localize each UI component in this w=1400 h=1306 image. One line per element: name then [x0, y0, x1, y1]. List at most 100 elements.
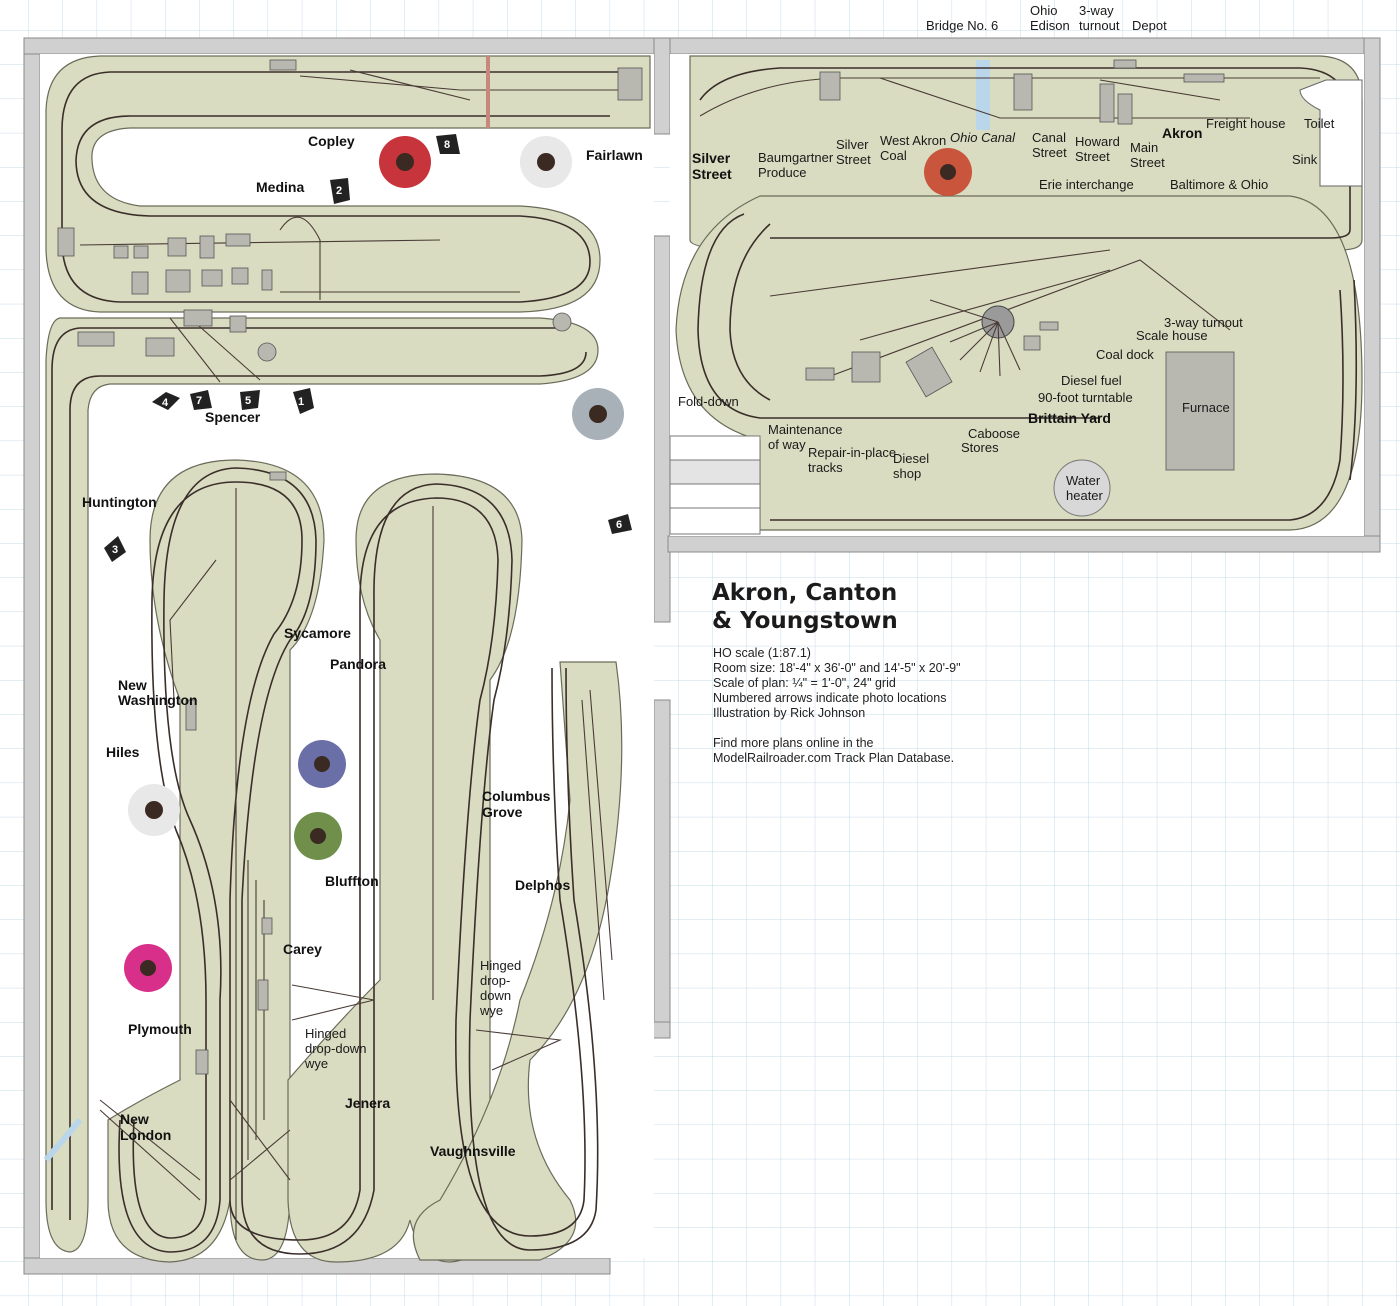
svg-text:Hinged: Hinged: [305, 1026, 346, 1041]
svg-text:down: down: [480, 988, 511, 1003]
photo-arrow-8: 8: [436, 134, 460, 154]
label-columbus-grove-1: Columbus: [482, 788, 551, 804]
svg-text:90-foot turntable: 90-foot turntable: [1038, 390, 1133, 405]
photo-arrow-4: 4: [152, 392, 180, 410]
svg-text:of way: of way: [768, 437, 806, 452]
svg-text:Canal: Canal: [1032, 130, 1066, 145]
photo-arrow-2: 2: [330, 178, 350, 204]
svg-text:West Akron: West Akron: [880, 133, 946, 148]
label-vaughnsville: Vaughnsville: [430, 1143, 516, 1159]
svg-text:3: 3: [112, 544, 118, 556]
photo-arrows: 1 2 3 4 5 6 7 8: [104, 134, 632, 562]
svg-text:wye: wye: [304, 1056, 328, 1071]
fold-down-panels: [669, 79, 1363, 535]
svg-text:3-way turnout: 3-way turnout: [1164, 315, 1243, 330]
info-line: Numbered arrows indicate photo locations: [713, 691, 946, 705]
photo-arrow-3: 3: [104, 536, 126, 562]
title-line-2: & Youngstown: [712, 608, 898, 634]
label-silver-street-1: Silver: [692, 150, 731, 166]
label-new-washington-2: Washington: [118, 692, 198, 708]
photo-arrow-6: 6: [608, 514, 632, 534]
svg-text:Diesel: Diesel: [893, 451, 929, 466]
label-delphos: Delphos: [515, 877, 570, 893]
label-pandora: Pandora: [330, 656, 386, 672]
title-block: Akron, Canton & Youngstown HO scale (1:8…: [712, 580, 961, 765]
svg-text:Baumgartner: Baumgartner: [758, 150, 834, 165]
label-new-london-1: New: [120, 1111, 149, 1127]
svg-text:Street: Street: [836, 152, 871, 167]
label-huntington: Huntington: [82, 494, 157, 510]
info-line: HO scale (1:87.1): [713, 646, 811, 660]
buildings-akron: [805, 59, 1235, 517]
svg-text:7: 7: [196, 395, 202, 407]
label-plymouth: Plymouth: [128, 1021, 192, 1037]
svg-text:3-way: 3-way: [1079, 3, 1114, 18]
svg-text:Street: Street: [1032, 145, 1067, 160]
svg-text:1: 1: [298, 396, 304, 408]
svg-text:5: 5: [245, 395, 251, 407]
label-jenera: Jenera: [345, 1095, 390, 1111]
label-copley: Copley: [308, 133, 355, 149]
label-columbus-grove-2: Grove: [482, 804, 523, 820]
svg-text:Bridge No. 6: Bridge No. 6: [926, 18, 998, 33]
svg-text:Produce: Produce: [758, 165, 806, 180]
info-line: Scale of plan: ¼" = 1'-0", 24" grid: [713, 676, 896, 690]
label-new-london-2: London: [120, 1127, 171, 1143]
svg-text:Main: Main: [1130, 140, 1158, 155]
photo-arrow-7: 7: [190, 390, 212, 410]
label-bluffton: Bluffton: [325, 873, 379, 889]
svg-text:Coal dock: Coal dock: [1096, 347, 1154, 362]
photo-arrow-1: 1: [293, 388, 314, 414]
svg-text:Street: Street: [1130, 155, 1165, 170]
svg-text:Toilet: Toilet: [1304, 116, 1335, 131]
svg-text:Fold-down: Fold-down: [678, 394, 739, 409]
label-silver-street-2: Street: [692, 166, 732, 182]
svg-text:Freight house: Freight house: [1206, 116, 1286, 131]
svg-text:Ohio Canal: Ohio Canal: [950, 130, 1016, 145]
svg-text:Coal: Coal: [880, 148, 907, 163]
svg-text:Furnace: Furnace: [1182, 400, 1230, 415]
operator-figures: [124, 136, 972, 992]
label-hiles: Hiles: [106, 744, 140, 760]
svg-text:Scale house: Scale house: [1136, 328, 1208, 343]
label-carey: Carey: [283, 941, 322, 957]
svg-text:Sink: Sink: [1292, 152, 1318, 167]
svg-text:4: 4: [162, 397, 169, 409]
svg-text:6: 6: [616, 519, 622, 531]
svg-text:Erie interchange: Erie interchange: [1039, 177, 1134, 192]
svg-text:Silver: Silver: [836, 137, 869, 152]
svg-text:Baltimore & Ohio: Baltimore & Ohio: [1170, 177, 1268, 192]
label-medina: Medina: [256, 179, 304, 195]
svg-text:shop: shop: [893, 466, 921, 481]
benchwork-upper-left: [45, 55, 651, 1253]
svg-text:turnout: turnout: [1079, 18, 1120, 33]
svg-text:Street: Street: [1075, 149, 1110, 164]
feature-labels: Bridge No. 6 Ohio Edison 3-way turnout D…: [304, 3, 1335, 1071]
svg-text:Water: Water: [1066, 473, 1101, 488]
info-line: Illustration by Rick Johnson: [713, 706, 865, 720]
photo-arrow-5: 5: [240, 390, 260, 410]
town-labels: Copley Medina Fairlawn Silver Street Spe…: [82, 125, 1202, 1159]
label-spencer: Spencer: [205, 409, 261, 425]
label-fairlawn: Fairlawn: [586, 147, 643, 163]
svg-text:Stores: Stores: [961, 440, 999, 455]
info-line: Find more plans online in the: [713, 736, 874, 750]
svg-text:2: 2: [336, 185, 342, 197]
svg-text:heater: heater: [1066, 488, 1104, 503]
buildings-medina: [57, 56, 643, 362]
svg-text:tracks: tracks: [808, 460, 843, 475]
title-line-1: Akron, Canton: [712, 580, 897, 606]
svg-text:Depot: Depot: [1132, 18, 1167, 33]
label-new-washington-1: New: [118, 677, 147, 693]
svg-text:wye: wye: [479, 1003, 503, 1018]
label-akron: Akron: [1162, 125, 1202, 141]
info-line: Room size: 18'-4" x 36'-0" and 14'-5" x …: [713, 661, 961, 675]
tracks-upper-left: [51, 69, 630, 1220]
buildings-lower: [43, 471, 287, 1162]
info-line: ModelRailroader.com Track Plan Database.: [713, 751, 954, 765]
svg-text:Ohio: Ohio: [1030, 3, 1057, 18]
svg-text:Edison: Edison: [1030, 18, 1070, 33]
svg-text:drop-: drop-: [480, 973, 510, 988]
svg-text:drop-down: drop-down: [305, 1041, 366, 1056]
